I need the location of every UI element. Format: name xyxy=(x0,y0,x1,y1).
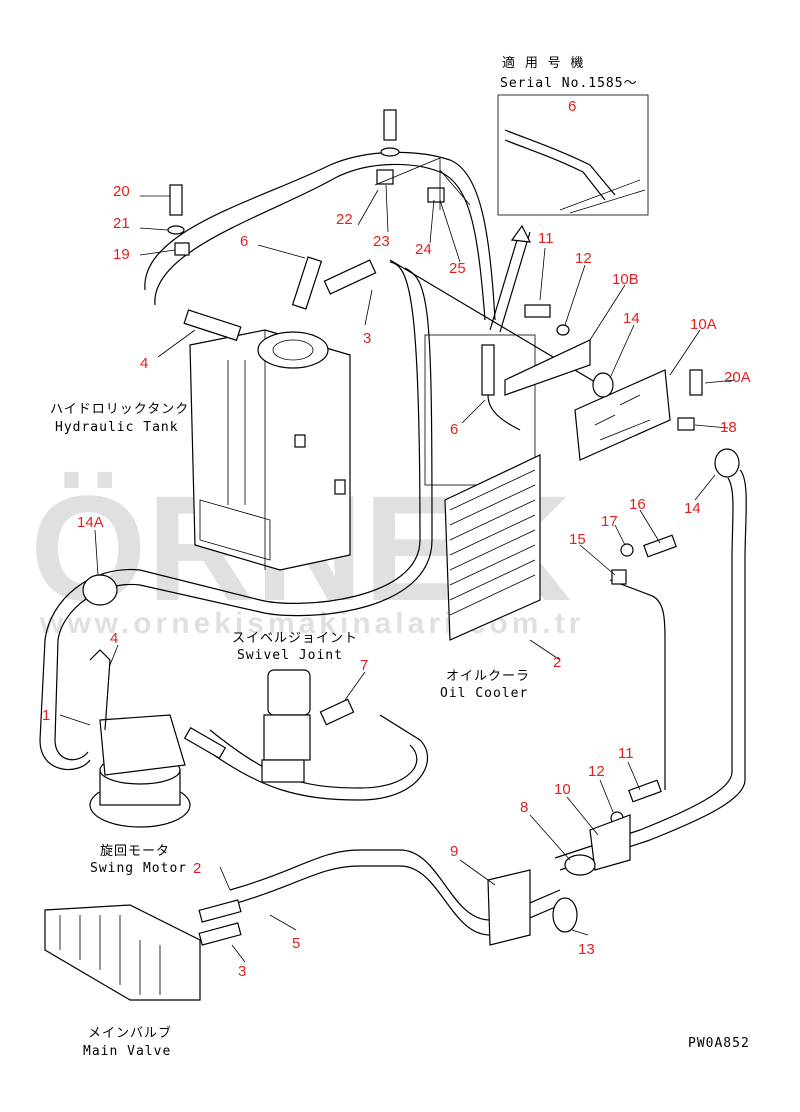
callout-numbers: 20 21 19 6 22 23 24 25 3 4 6 11 12 10B 1… xyxy=(42,98,751,980)
callout-6-cooler: 6 xyxy=(450,421,458,438)
callout-6-inset: 6 xyxy=(568,98,576,115)
callout-3: 3 xyxy=(363,330,371,347)
main-valve xyxy=(44,899,242,1001)
callout-8: 8 xyxy=(520,799,528,816)
oil-cooler xyxy=(424,334,541,641)
main-valve-label-jp: メインバルブ xyxy=(88,1025,172,1041)
callout-7: 7 xyxy=(360,657,368,674)
callout-24: 24 xyxy=(415,241,432,258)
callout-4: 4 xyxy=(140,355,148,372)
callout-20A: 20A xyxy=(724,369,751,386)
callout-23: 23 xyxy=(373,233,390,250)
callout-13: 13 xyxy=(578,941,595,958)
callout-10B: 10B xyxy=(612,271,639,288)
brackets xyxy=(82,304,740,946)
swing-motor xyxy=(89,649,191,828)
swing-motor-label-en: Swing Motor xyxy=(90,861,187,876)
hydraulic-tank-label-jp: ハイドロリックタンク xyxy=(50,402,189,417)
callout-14A: 14A xyxy=(77,514,104,531)
callout-12-lower: 12 xyxy=(588,763,605,780)
callout-2: 2 xyxy=(553,654,561,671)
callout-3-lower: 3 xyxy=(238,963,246,980)
hydraulic-tank-label-en: Hydraulic Tank xyxy=(55,420,179,435)
serial-inset: 適 用 号 機 Serial No.1585～ xyxy=(497,55,649,216)
callout-22: 22 xyxy=(336,211,353,228)
callout-2-lower: 2 xyxy=(193,860,201,877)
callout-11-lower: 11 xyxy=(618,745,634,762)
hydraulic-tank xyxy=(183,256,377,571)
callout-19: 19 xyxy=(113,246,130,263)
callout-15: 15 xyxy=(569,531,586,548)
callout-11: 11 xyxy=(538,230,554,247)
swivel-joint-label-jp: スイベルジョイント xyxy=(232,631,358,646)
callout-10A: 10A xyxy=(690,316,717,333)
swing-motor-label-jp: 旋回モータ xyxy=(100,844,170,859)
drawing-code: PW0A852 xyxy=(688,1036,750,1051)
callout-14: 14 xyxy=(623,310,640,327)
callout-12: 12 xyxy=(575,250,592,267)
callout-18: 18 xyxy=(720,419,737,436)
clamps-and-bolts xyxy=(139,109,471,256)
main-valve-label-en: Main Valve xyxy=(83,1044,171,1059)
callout-16: 16 xyxy=(629,496,646,513)
callout-17: 17 xyxy=(601,513,618,530)
callout-20: 20 xyxy=(113,183,130,200)
oil-cooler-label-jp: オイルクーラ xyxy=(446,669,530,684)
callout-21: 21 xyxy=(113,215,130,232)
leader-lines xyxy=(59,184,736,963)
callout-14-lower: 14 xyxy=(684,500,701,517)
callout-5: 5 xyxy=(292,935,300,952)
callout-9: 9 xyxy=(450,843,458,860)
swivel-joint-label-en: Swivel Joint xyxy=(237,648,343,663)
callout-25: 25 xyxy=(449,260,466,277)
inset-title-en: Serial No.1585～ xyxy=(500,76,638,91)
oil-cooler-label-en: Oil Cooler xyxy=(440,686,528,701)
component-labels: ハイドロリックタンク Hydraulic Tank スイベルジョイント Swiv… xyxy=(50,402,750,1059)
callout-6: 6 xyxy=(240,233,248,250)
callout-10: 10 xyxy=(554,781,571,798)
hoses xyxy=(39,151,747,936)
inset-title-jp: 適 用 号 機 xyxy=(502,55,584,71)
swivel-joint xyxy=(183,669,355,783)
callout-4-lower: 4 xyxy=(110,630,118,647)
callout-1: 1 xyxy=(42,707,50,724)
